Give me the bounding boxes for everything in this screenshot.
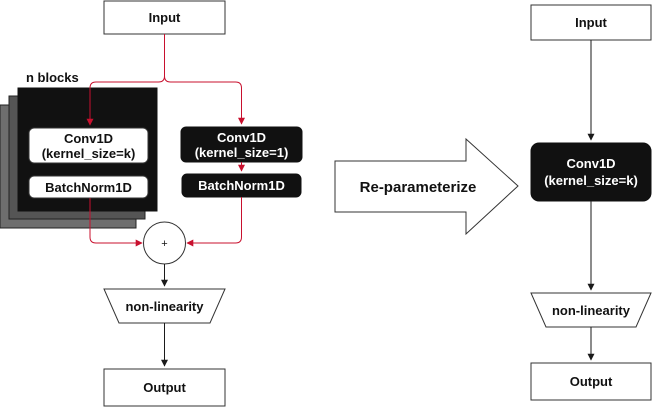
right-conv-line2: (kernel_size=k) xyxy=(544,173,638,188)
right-conv-line1: Conv1D xyxy=(566,156,615,171)
reparameterize-arrow: Re-parameterize xyxy=(334,137,519,236)
right-nonlinearity-node: non-linearity xyxy=(530,292,652,328)
right-output-label: Output xyxy=(570,374,613,389)
right-input-node: Input xyxy=(530,4,652,41)
right-conv-node: Conv1D (kernel_size=k) xyxy=(530,142,652,202)
left-output-label: Output xyxy=(143,380,186,395)
conv-1-line1: Conv1D xyxy=(217,130,266,145)
left-nonlinearity-label: non-linearity xyxy=(125,299,204,314)
edge-bn-1-to-add xyxy=(186,197,242,247)
n-blocks-label: n blocks xyxy=(26,70,79,85)
conv-1-node: Conv1D (kernel_size=1) xyxy=(180,126,303,163)
bn-1-node: BatchNorm1D xyxy=(181,173,302,198)
left-nonlinearity-node: non-linearity xyxy=(103,288,226,324)
bn-k-node: BatchNorm1D xyxy=(28,175,149,199)
bn-k-label: BatchNorm1D xyxy=(45,180,132,195)
add-symbol: + xyxy=(161,238,167,250)
branch-arrows xyxy=(86,34,245,247)
bn-1-label: BatchNorm1D xyxy=(198,178,285,193)
add-node: + xyxy=(143,221,186,265)
conv-k-node: Conv1D (kernel_size=k) xyxy=(28,127,149,164)
right-nonlinearity-label: non-linearity xyxy=(552,303,631,318)
right-output-node: Output xyxy=(530,362,652,401)
edge-bn-k-to-add xyxy=(89,198,143,247)
right-input-label: Input xyxy=(575,15,607,30)
left-input-label: Input xyxy=(149,10,181,25)
conv-k-line2: (kernel_size=k) xyxy=(42,146,136,161)
conv-1-line2: (kernel_size=1) xyxy=(195,145,289,160)
left-output-node: Output xyxy=(103,368,226,407)
conv-k-line1: Conv1D xyxy=(64,131,113,146)
left-input-node: Input xyxy=(103,0,226,35)
reparameterize-label: Re-parameterize xyxy=(360,179,477,196)
edge-input-to-conv-k xyxy=(86,34,165,126)
edge-input-to-conv-1 xyxy=(164,75,245,125)
